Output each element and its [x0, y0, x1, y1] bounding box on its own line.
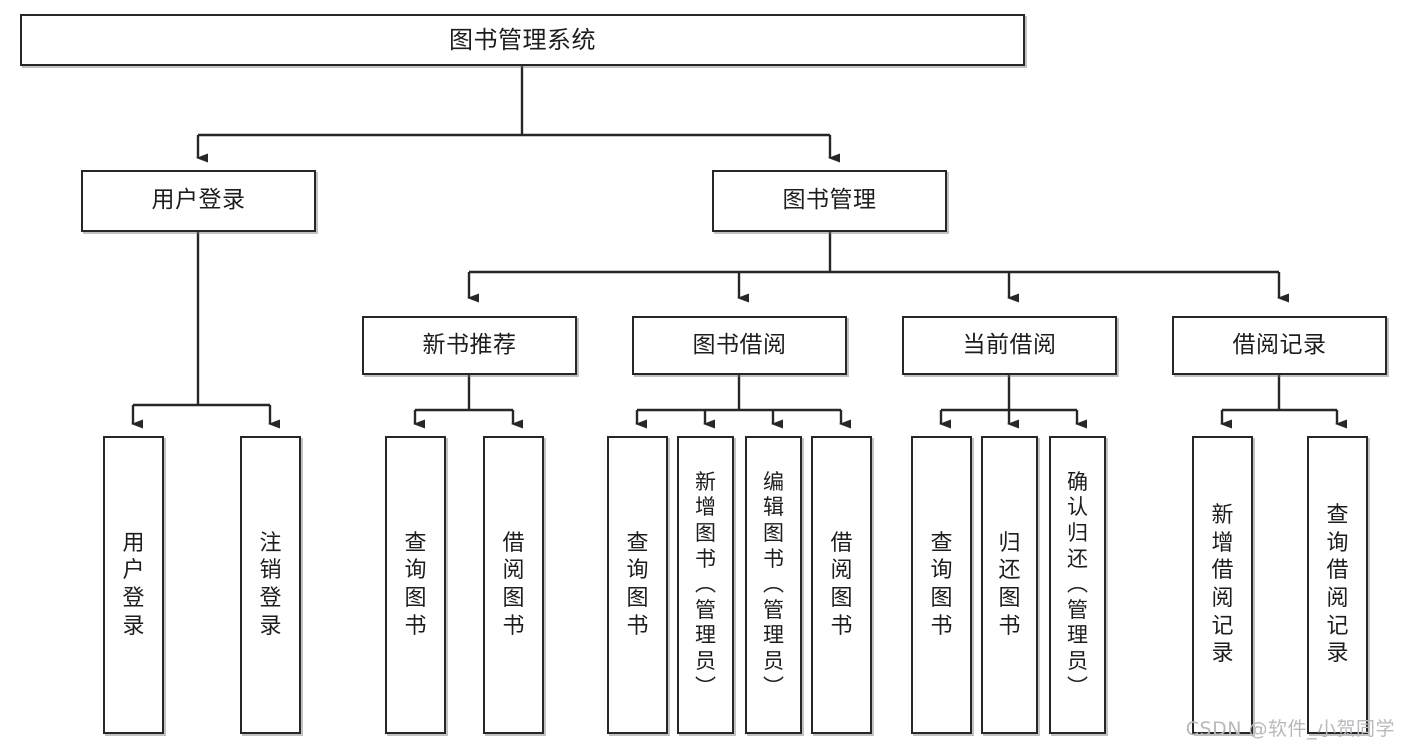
node-current-borrow-label: 当前借阅: [962, 331, 1057, 358]
leaf-edit-book-label: 编辑图书︵管理员︶: [763, 469, 784, 699]
leaf-return-book[interactable]: 归还图书: [981, 436, 1038, 734]
node-book-borrow[interactable]: 图书借阅: [632, 316, 847, 375]
node-borrow-record[interactable]: 借阅记录: [1172, 316, 1387, 375]
node-new-book-rec-label: 新书推荐: [422, 331, 517, 358]
leaf-add-book[interactable]: 新增图书︵管理员︶: [677, 436, 734, 734]
leaf-logout-label: 注销登录: [259, 530, 282, 639]
leaf-query-record-label: 查询借阅记录: [1326, 502, 1349, 667]
leaf-confirm-return[interactable]: 确认归还︵管理员︶: [1049, 436, 1106, 734]
node-book-borrow-label: 图书借阅: [692, 331, 787, 358]
leaf-logout[interactable]: 注销登录: [240, 436, 301, 734]
leaf-query-book-2[interactable]: 查询图书: [607, 436, 668, 734]
node-root[interactable]: 图书管理系统: [20, 14, 1025, 66]
leaf-borrow-book-1[interactable]: 借阅图书: [483, 436, 544, 734]
node-root-label: 图书管理系统: [449, 25, 596, 54]
leaf-add-record-label: 新增借阅记录: [1211, 502, 1234, 667]
node-current-borrow[interactable]: 当前借阅: [902, 316, 1117, 375]
leaf-query-book-3[interactable]: 查询图书: [911, 436, 972, 734]
leaf-query-book-2-label: 查询图书: [626, 530, 649, 639]
leaf-borrow-book-2-label: 借阅图书: [830, 530, 853, 639]
leaf-user-login[interactable]: 用户登录: [103, 436, 164, 734]
leaf-user-login-label: 用户登录: [122, 530, 145, 639]
node-new-book-rec[interactable]: 新书推荐: [362, 316, 577, 375]
node-book-manage[interactable]: 图书管理: [712, 170, 947, 232]
node-user-login-label: 用户登录: [151, 187, 246, 214]
watermark: CSDN @软件_小贺同学: [1185, 718, 1395, 740]
leaf-query-book-3-label: 查询图书: [930, 530, 953, 639]
node-borrow-record-label: 借阅记录: [1232, 331, 1327, 358]
leaf-borrow-book-2[interactable]: 借阅图书: [811, 436, 872, 734]
node-user-login[interactable]: 用户登录: [81, 170, 316, 232]
leaf-query-record[interactable]: 查询借阅记录: [1307, 436, 1368, 734]
leaf-add-book-label: 新增图书︵管理员︶: [695, 469, 716, 699]
leaf-add-record[interactable]: 新增借阅记录: [1192, 436, 1253, 734]
leaf-edit-book[interactable]: 编辑图书︵管理员︶: [745, 436, 802, 734]
leaf-return-book-label: 归还图书: [998, 530, 1021, 639]
leaf-confirm-return-label: 确认归还︵管理员︶: [1067, 469, 1088, 699]
leaf-query-book-1-label: 查询图书: [404, 530, 427, 639]
node-book-manage-label: 图书管理: [782, 187, 877, 214]
leaf-borrow-book-1-label: 借阅图书: [502, 530, 525, 639]
leaf-query-book-1[interactable]: 查询图书: [385, 436, 446, 734]
